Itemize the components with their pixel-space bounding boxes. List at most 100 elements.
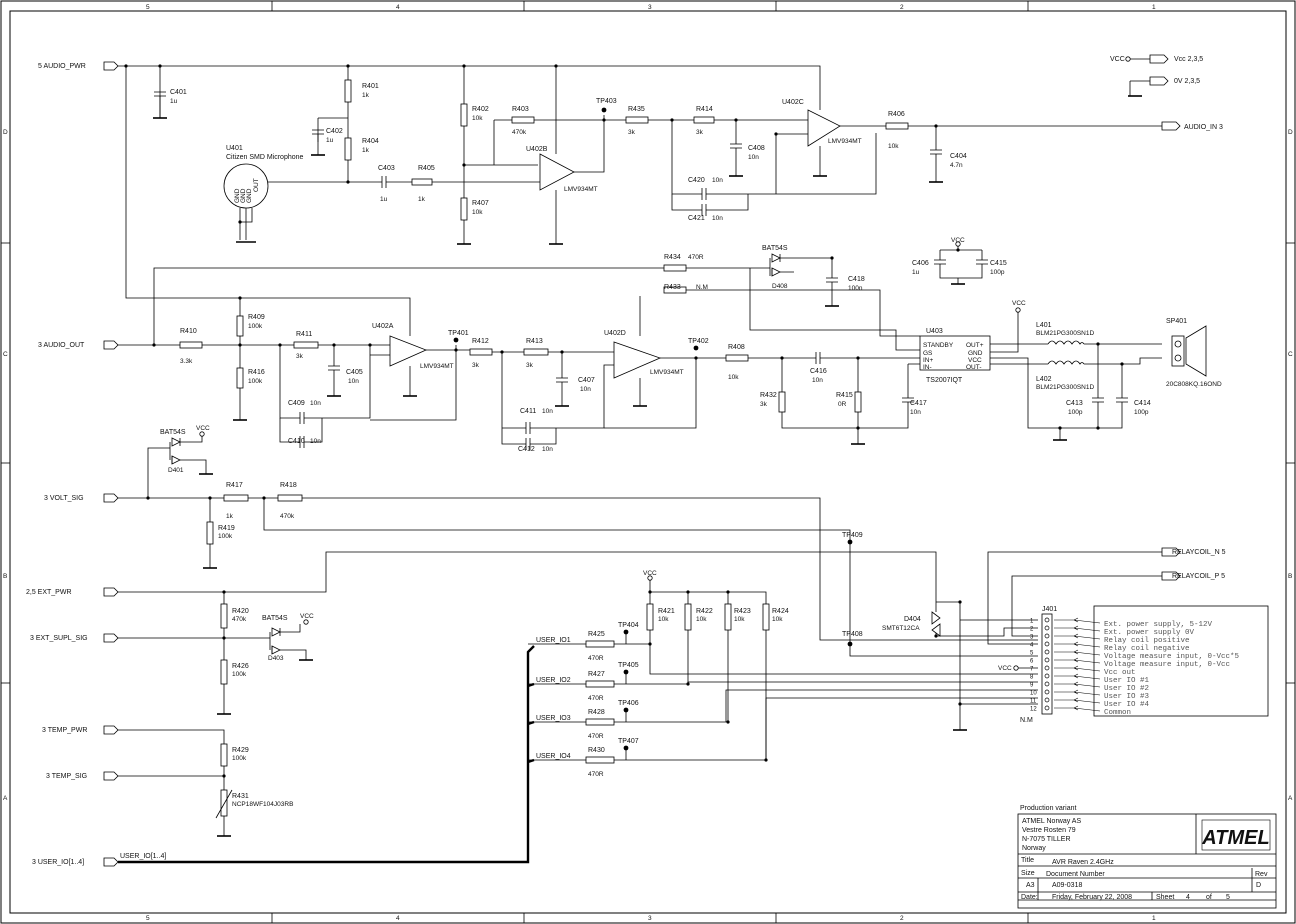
- u402c-ref: U402C: [782, 99, 804, 106]
- u403-ref: U403: [926, 328, 943, 335]
- port-volt-sig: 3 VOLT_SIG: [44, 495, 84, 502]
- port-relaycoil-n: RELAYCOIL_N 5: [1172, 549, 1226, 556]
- u403-pin-gnd: GND: [968, 350, 983, 357]
- svg-text:470R: 470R: [588, 695, 604, 702]
- svg-text:10n: 10n: [712, 177, 723, 184]
- svg-text:R427: R427: [588, 671, 605, 678]
- svg-text:R403: R403: [512, 106, 529, 113]
- svg-text:C420: C420: [688, 177, 705, 184]
- u402d-type: LMV934MT: [650, 369, 684, 376]
- connector-j401: [1041, 613, 1053, 715]
- svg-text:10k: 10k: [472, 115, 483, 122]
- svg-text:R405: R405: [418, 165, 435, 172]
- svg-text:3k: 3k: [696, 129, 704, 136]
- j401-pin: [1044, 641, 1050, 647]
- sheet-number: 4: [1186, 894, 1190, 901]
- zone-bottom-2: 2: [900, 915, 904, 922]
- svg-text:C401: C401: [170, 89, 187, 96]
- svg-text:C407: C407: [578, 377, 595, 384]
- svg-text:GND: GND: [240, 188, 247, 203]
- thermistor-r431: [215, 789, 233, 819]
- vcc-label-u403: VCC: [1012, 300, 1026, 307]
- svg-text:R413: R413: [526, 338, 543, 345]
- svg-text:C411: C411: [520, 408, 536, 415]
- svg-text:10k: 10k: [658, 616, 669, 623]
- net-user-io2: USER_IO2: [536, 677, 571, 684]
- svg-text:100p: 100p: [1068, 409, 1083, 416]
- u403-pin-out-plus: OUT+: [966, 342, 984, 349]
- vcc-label-connector: VCC: [998, 665, 1012, 672]
- wires: [118, 65, 1162, 836]
- j401-pin-number: 4: [1030, 643, 1034, 649]
- port-audio-in: AUDIO_IN 3: [1184, 124, 1223, 131]
- svg-text:10n: 10n: [310, 400, 321, 407]
- legend-line-11: User IO #4: [1104, 701, 1150, 709]
- bus-label-user-io: USER_IO[1..4]: [120, 853, 166, 860]
- u403-pin-out-minus: OUT-: [966, 364, 982, 371]
- svg-text:C417: C417: [910, 400, 927, 407]
- svg-text:10k: 10k: [772, 616, 783, 623]
- svg-text:C421: C421: [688, 215, 705, 222]
- j401-pin: [1044, 633, 1050, 639]
- svg-text:10n: 10n: [812, 377, 823, 384]
- svg-text:1u: 1u: [326, 137, 334, 144]
- svg-text:3.3k: 3.3k: [180, 358, 193, 365]
- svg-text:10n: 10n: [542, 408, 553, 415]
- svg-text:D403: D403: [268, 655, 284, 662]
- svg-text:SMT6T12CA: SMT6T12CA: [882, 625, 920, 632]
- u403-body: [919, 335, 991, 371]
- j401-pin: [1044, 705, 1050, 711]
- j401-pin-number: 11: [1030, 699, 1037, 705]
- j401-pin-number: 6: [1030, 659, 1034, 665]
- svg-text:C415: C415: [990, 260, 1007, 267]
- svg-text:0R: 0R: [838, 401, 847, 408]
- svg-text:1u: 1u: [912, 269, 920, 276]
- svg-text:D408: D408: [772, 283, 788, 290]
- zone-top-2: 2: [900, 4, 904, 11]
- date-value: Friday, February 22, 2008: [1052, 894, 1132, 901]
- svg-text:C408: C408: [748, 145, 765, 152]
- zone-side-b: B: [3, 573, 7, 580]
- j401-pin: [1044, 657, 1050, 663]
- legend-line-2: Ext. power supply 0V: [1104, 629, 1195, 637]
- sp401-ref: SP401: [1166, 318, 1187, 325]
- legend-arrow: [1054, 681, 1101, 688]
- svg-text:C409: C409: [288, 400, 305, 407]
- svg-text:C413: C413: [1066, 400, 1083, 407]
- rev-value: D: [1256, 882, 1261, 889]
- u402b-ref: U402B: [526, 146, 548, 153]
- svg-text:D404: D404: [904, 616, 921, 623]
- j401-ref: J401: [1042, 606, 1057, 613]
- svg-text:1u: 1u: [380, 196, 388, 203]
- svg-text:R406: R406: [888, 111, 905, 118]
- diode-symbols: [169, 253, 941, 655]
- svg-text:10n: 10n: [748, 154, 759, 161]
- legend-line-12: Common: [1104, 709, 1131, 717]
- port-audio-out: 3 AUDIO_OUT: [38, 342, 85, 349]
- svg-text:D401: D401: [168, 467, 184, 474]
- svg-text:R424: R424: [772, 608, 789, 615]
- zone-side-b-right: B: [1288, 573, 1292, 580]
- j401-pin: [1044, 617, 1050, 623]
- document-title: AVR Raven 2.4GHz: [1052, 859, 1114, 866]
- legend-arrow: [1054, 673, 1101, 680]
- svg-text:GND: GND: [246, 188, 253, 203]
- atmel-logo: ATMEL: [1201, 827, 1269, 849]
- zone-bottom-5: 5: [146, 915, 150, 922]
- svg-text:NCP18WF104J03RB: NCP18WF104J03RB: [232, 801, 293, 808]
- legend-line-9: User IO #2: [1104, 685, 1149, 693]
- j401-pin: [1044, 689, 1050, 695]
- svg-text:R408: R408: [728, 344, 745, 351]
- speaker-sp401: [1171, 325, 1207, 377]
- j401-pin-number: 2: [1030, 627, 1034, 633]
- svg-text:C412: C412: [518, 446, 535, 453]
- port-0v-ref: 0V 2,3,5: [1174, 78, 1200, 85]
- zone-side-a-right: A: [1288, 795, 1293, 802]
- j401-pin: [1044, 681, 1050, 687]
- opamp-symbols: [389, 109, 841, 379]
- u403-pin-standby: STANDBY: [923, 342, 954, 349]
- legend-arrow: [1054, 689, 1101, 696]
- svg-text:R422: R422: [696, 608, 713, 615]
- svg-text:10n: 10n: [542, 446, 553, 453]
